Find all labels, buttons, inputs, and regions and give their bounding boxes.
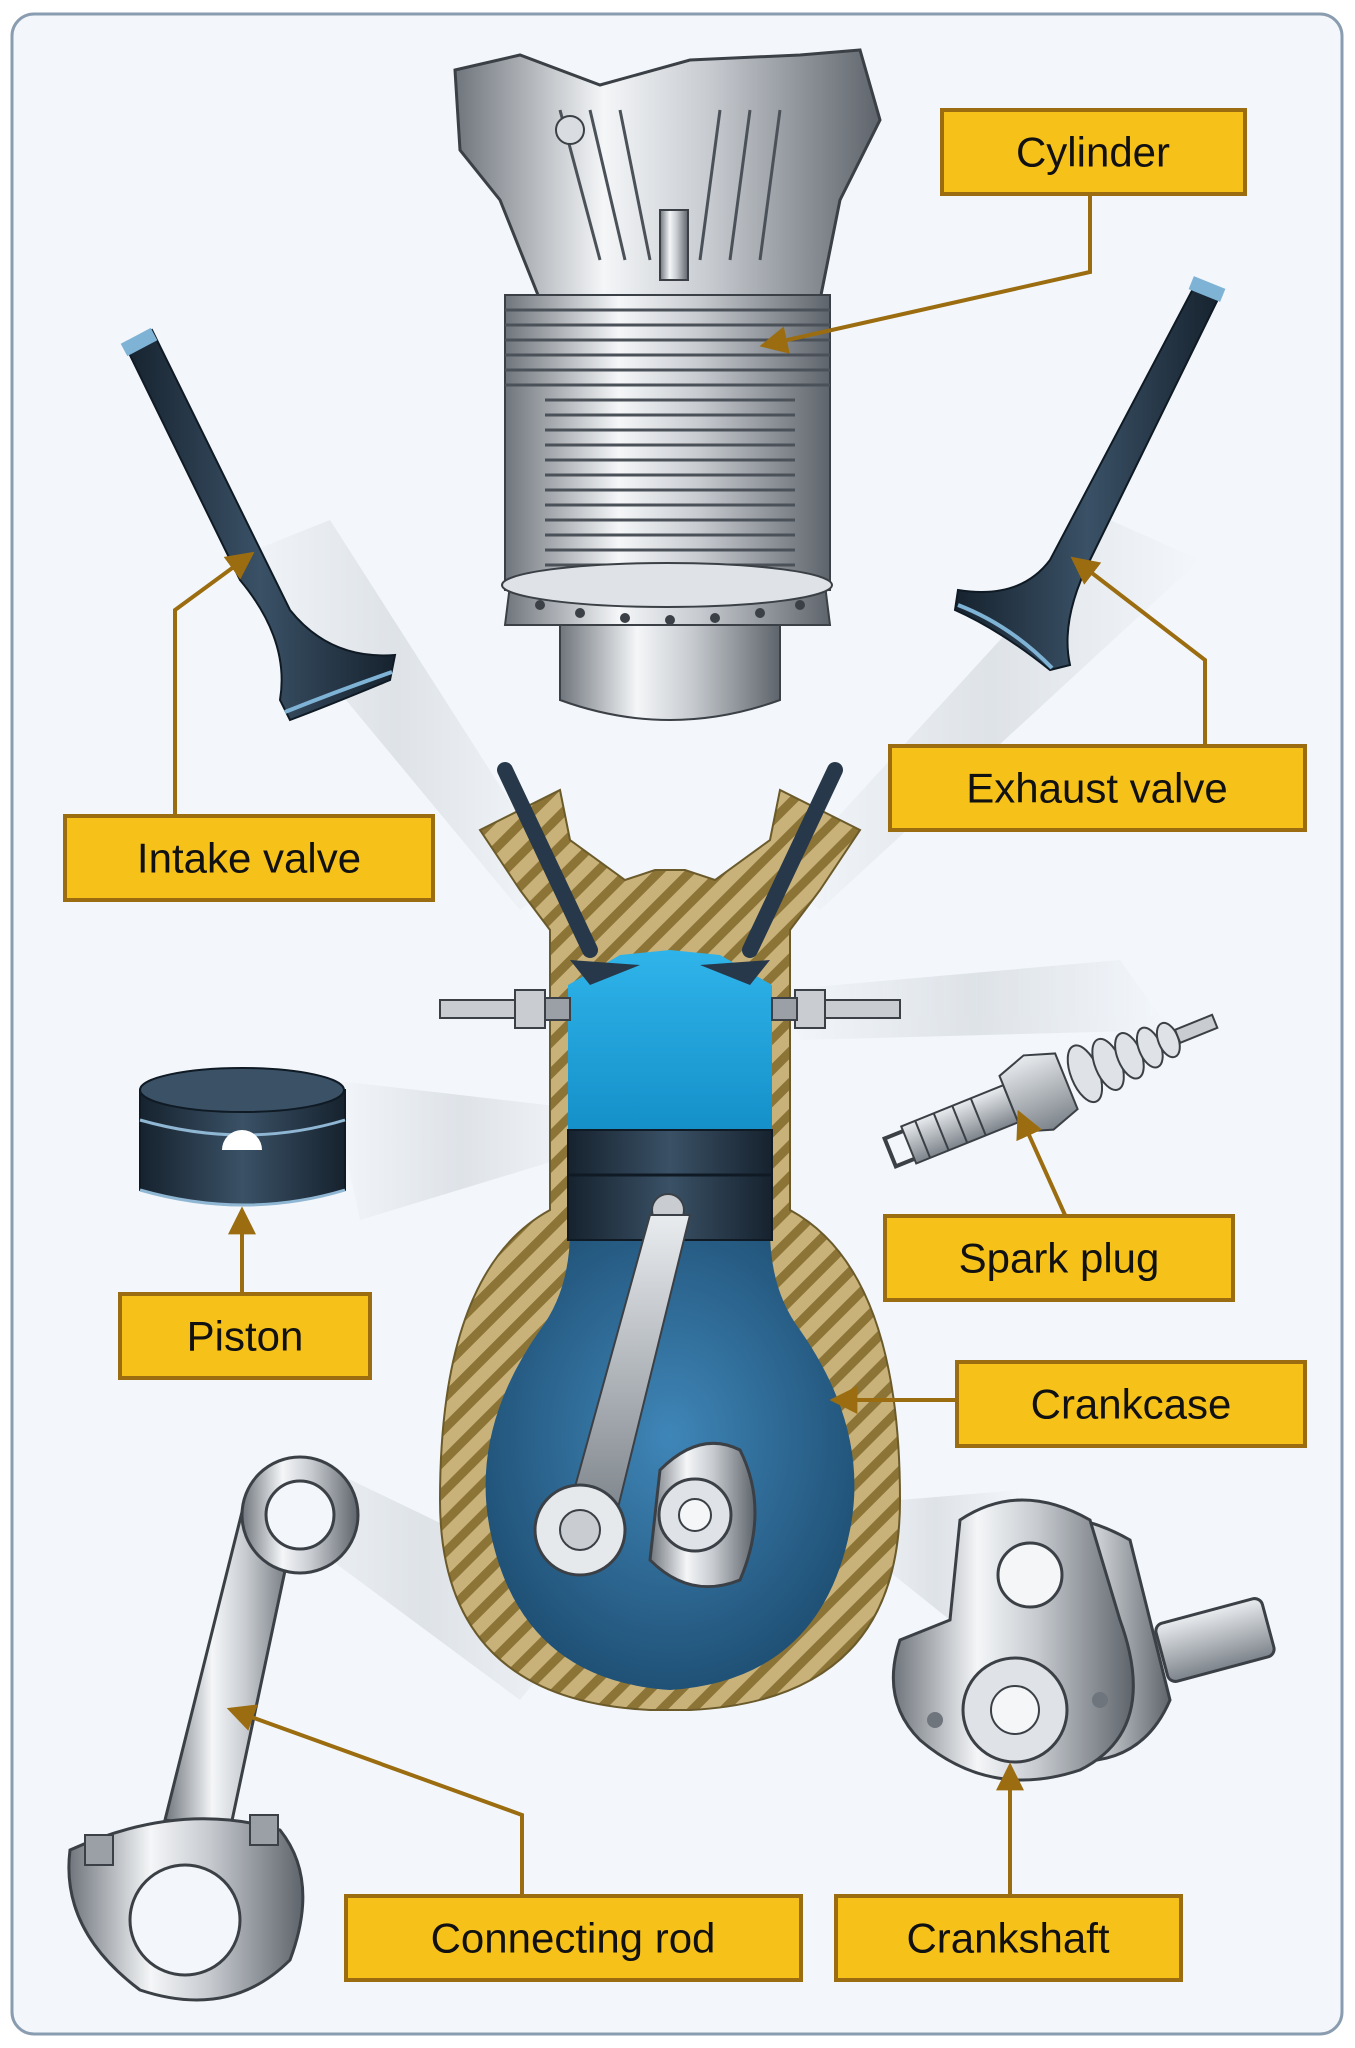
spark-plug-illustration [881, 1013, 1219, 1169]
leader-spark-plug [1016, 1109, 1067, 1216]
crankshaft-illustration [891, 1498, 1276, 1782]
leader-lines [173, 195, 1207, 1895]
leader-intake-valve [173, 551, 255, 815]
label-intake-valve: Intake valve [63, 814, 435, 902]
connecting-rod-illustration [67, 1455, 360, 2002]
label-spark-plug-text: Spark plug [959, 1235, 1160, 1282]
intake-valve-illustration [120, 327, 397, 722]
label-connecting-rod: Connecting rod [344, 1894, 803, 1982]
label-exhaust-valve-text: Exhaust valve [966, 765, 1227, 812]
leader-exhaust-valve [1070, 556, 1207, 745]
engine-cross-section [438, 762, 902, 1711]
label-crankshaft: Crankshaft [834, 1894, 1183, 1982]
label-connecting-rod-text: Connecting rod [431, 1915, 716, 1962]
label-crankcase: Crankcase [955, 1360, 1307, 1448]
label-crankcase-text: Crankcase [1031, 1381, 1232, 1428]
piston-illustration [139, 1067, 346, 1207]
leader-cylinder [759, 195, 1092, 354]
label-piston: Piston [118, 1292, 372, 1380]
head-valves [497, 762, 843, 985]
label-cylinder-text: Cylinder [1016, 129, 1170, 176]
cylinder-illustration [453, 48, 882, 721]
label-exhaust-valve: Exhaust valve [888, 744, 1307, 832]
leader-connecting-rod [226, 1704, 524, 1895]
section-spark-plugs [439, 989, 901, 1029]
label-cylinder: Cylinder [940, 108, 1247, 196]
label-intake-valve-text: Intake valve [137, 835, 361, 882]
label-piston-text: Piston [187, 1313, 304, 1360]
label-crankshaft-text: Crankshaft [906, 1915, 1109, 1962]
cylinder-fins [505, 308, 830, 567]
label-spark-plug: Spark plug [883, 1214, 1235, 1302]
exhaust-valve-illustration [953, 276, 1226, 672]
